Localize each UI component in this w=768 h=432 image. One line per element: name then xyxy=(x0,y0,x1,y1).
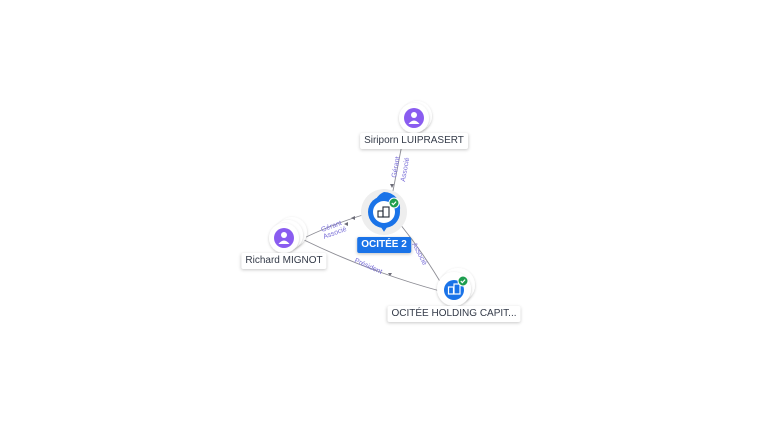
edge-label-president: Président xyxy=(353,257,383,275)
node-label-siriporn[interactable]: Siriporn LUIPRASERT xyxy=(360,133,468,149)
node-label-ocitee-2[interactable]: OCITÉE 2 xyxy=(357,237,411,253)
edge-arrow xyxy=(351,216,355,220)
edge-arrows xyxy=(344,184,394,276)
edge-label-associe-br: Associé xyxy=(410,242,428,267)
verified-badge xyxy=(457,275,469,287)
edge-arrow xyxy=(388,273,392,276)
edge-arrow xyxy=(390,184,394,188)
person-icon xyxy=(408,112,420,124)
edge-left-bottom-right xyxy=(303,239,441,292)
verified-badge xyxy=(388,197,400,209)
edge-arrow xyxy=(344,222,348,226)
node-label-ocitee-holding[interactable]: OCITÉE HOLDING CAPIT... xyxy=(387,306,521,322)
node-label-richard[interactable]: Richard MIGNOT xyxy=(241,253,327,269)
node-richard-mignot[interactable] xyxy=(269,217,307,253)
node-ocitee-2[interactable] xyxy=(361,189,407,235)
node-ocitee-holding[interactable] xyxy=(437,268,475,306)
building-icon xyxy=(447,283,461,295)
edge-label-top-1: Gérant xyxy=(391,156,402,178)
person-icon xyxy=(278,232,290,244)
building-icon xyxy=(377,206,390,218)
edge-label-top-2: Associé xyxy=(400,157,411,182)
node-siriporn-luiprasert[interactable] xyxy=(399,101,432,133)
